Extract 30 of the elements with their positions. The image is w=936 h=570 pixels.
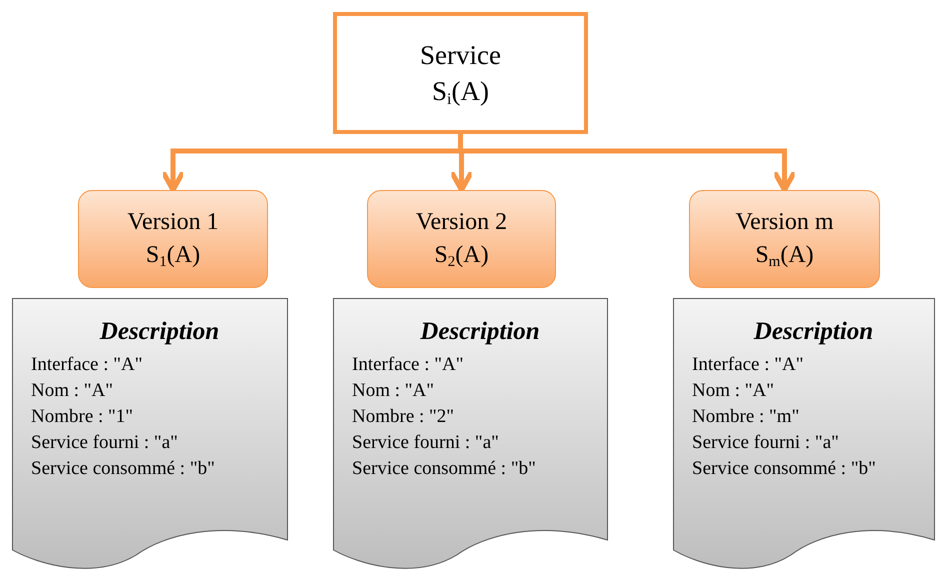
box-text: S$_{1}$(A) xyxy=(146,241,200,272)
field-text: Service fourni : "a" xyxy=(692,431,840,455)
version-box xyxy=(689,190,880,288)
service-box xyxy=(333,12,588,134)
field-text: Nombre : "m" xyxy=(692,405,800,429)
field-text: Interface : "A" xyxy=(31,353,144,377)
field-text: Interface : "A" xyxy=(352,353,465,377)
box-text: Version 2 xyxy=(416,208,508,237)
field-text: Service consommé : "b" xyxy=(692,457,877,481)
field-text: Nom : "A" xyxy=(31,379,114,403)
document-heading: Description xyxy=(754,317,874,347)
field-text: Nombre : "2" xyxy=(352,405,456,429)
document-heading: Description xyxy=(100,317,220,347)
field-text: Nom : "A" xyxy=(692,379,776,403)
field-text: Service consommé : "b" xyxy=(31,457,216,481)
box-text: Version 1 xyxy=(127,208,219,237)
box-text: Version m xyxy=(736,208,834,237)
box-text: S$_{m}$(A) xyxy=(755,241,814,272)
field-text: Service fourni : "a" xyxy=(352,431,500,455)
box-text: S$_{2}$(A) xyxy=(434,241,489,272)
version-box xyxy=(78,190,268,288)
field-text: Nombre : "1" xyxy=(31,405,134,429)
box-text: Service xyxy=(420,39,501,72)
field-text: Nom : "A" xyxy=(352,379,436,403)
field-text: Interface : "A" xyxy=(692,353,805,377)
box-text: S$_{i}$(A) xyxy=(432,75,489,109)
version-box xyxy=(367,190,556,288)
field-text: Service consommé : "b" xyxy=(352,457,537,481)
document-heading: Description xyxy=(420,317,540,347)
field-text: Service fourni : "a" xyxy=(31,431,179,455)
